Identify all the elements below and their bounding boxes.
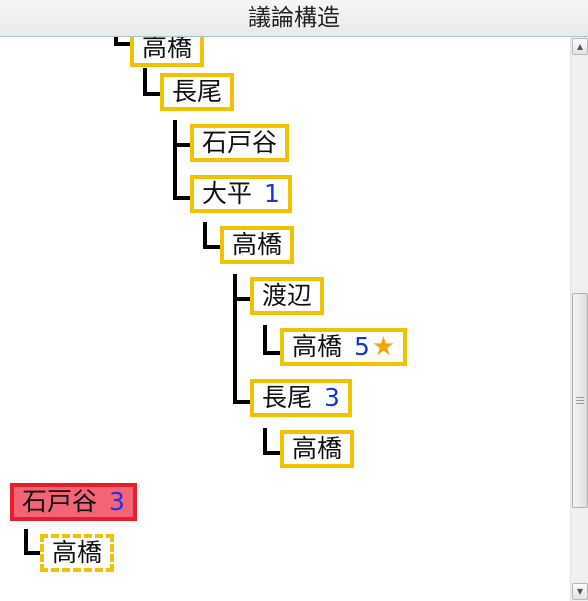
tree-connector: [24, 551, 42, 555]
node-author: 渡辺: [262, 281, 313, 310]
node-author: 高橋: [232, 230, 283, 259]
reply-count: 3: [109, 487, 125, 516]
node-author: 高橋: [142, 37, 193, 62]
argument-tree: 高橋 長尾 石戸谷 大平 1 高橋 渡辺 高橋 5★ 長尾 3 高橋 石戸谷 3 高橋: [0, 37, 570, 601]
window-title: 議論構造: [248, 5, 340, 31]
tree-connector: [143, 68, 147, 96]
node-author: 高橋: [292, 434, 343, 463]
reply-count: 1: [264, 179, 280, 208]
scroll-down-button[interactable]: ▼: [572, 583, 588, 600]
node-author: 高橋: [292, 332, 343, 361]
node-author: 石戸谷: [22, 487, 98, 516]
tree-connector: [203, 245, 221, 249]
tree-connector: [233, 400, 251, 404]
tree-node[interactable]: 高橋: [280, 430, 355, 468]
arrow-up-icon: ▲: [576, 42, 584, 51]
reply-count: 3: [324, 383, 340, 412]
tree-node[interactable]: 大平 1: [190, 175, 292, 213]
tree-connector: [173, 143, 191, 147]
node-author: 長尾: [172, 77, 223, 106]
tree-connector: [143, 92, 161, 96]
tree-node[interactable]: 高橋 5★: [280, 328, 408, 366]
tree-connector: [24, 529, 28, 555]
tree-node[interactable]: 石戸谷: [190, 124, 290, 162]
tree-connector: [114, 42, 132, 46]
grip-icon: [576, 397, 584, 404]
node-author: 高橋: [52, 538, 103, 567]
tree-node[interactable]: 長尾 3: [250, 379, 352, 417]
tree-connector: [233, 297, 251, 301]
tree-connector: [263, 351, 281, 355]
node-author: 大平: [202, 179, 253, 208]
window-title-bar: 議論構造: [0, 0, 588, 37]
tree-node[interactable]: 渡辺: [250, 277, 325, 315]
tree-node-draft[interactable]: 高橋: [40, 534, 115, 572]
scrollbar-thumb[interactable]: [572, 293, 588, 508]
tree-connector: [173, 196, 191, 200]
tree-connector: [173, 120, 177, 200]
tree-connector: [233, 274, 237, 404]
tree-node[interactable]: 高橋: [130, 37, 205, 67]
tree-connector: [263, 451, 281, 455]
vertical-scrollbar[interactable]: ▲ ▼: [570, 37, 588, 601]
node-author: 長尾: [262, 383, 313, 412]
tree-connector: [263, 325, 267, 355]
scroll-up-button[interactable]: ▲: [572, 38, 588, 55]
node-author: 石戸谷: [202, 128, 278, 157]
star-icon: ★: [371, 332, 396, 362]
arrow-down-icon: ▼: [576, 587, 584, 596]
reply-count: 5: [354, 332, 370, 361]
tree-node[interactable]: 長尾: [160, 73, 235, 111]
tree-node[interactable]: 高橋: [220, 226, 295, 264]
tree-connector: [203, 222, 207, 249]
tree-connector: [114, 37, 118, 46]
tree-node-selected[interactable]: 石戸谷 3: [10, 483, 137, 521]
tree-connector: [263, 428, 267, 455]
